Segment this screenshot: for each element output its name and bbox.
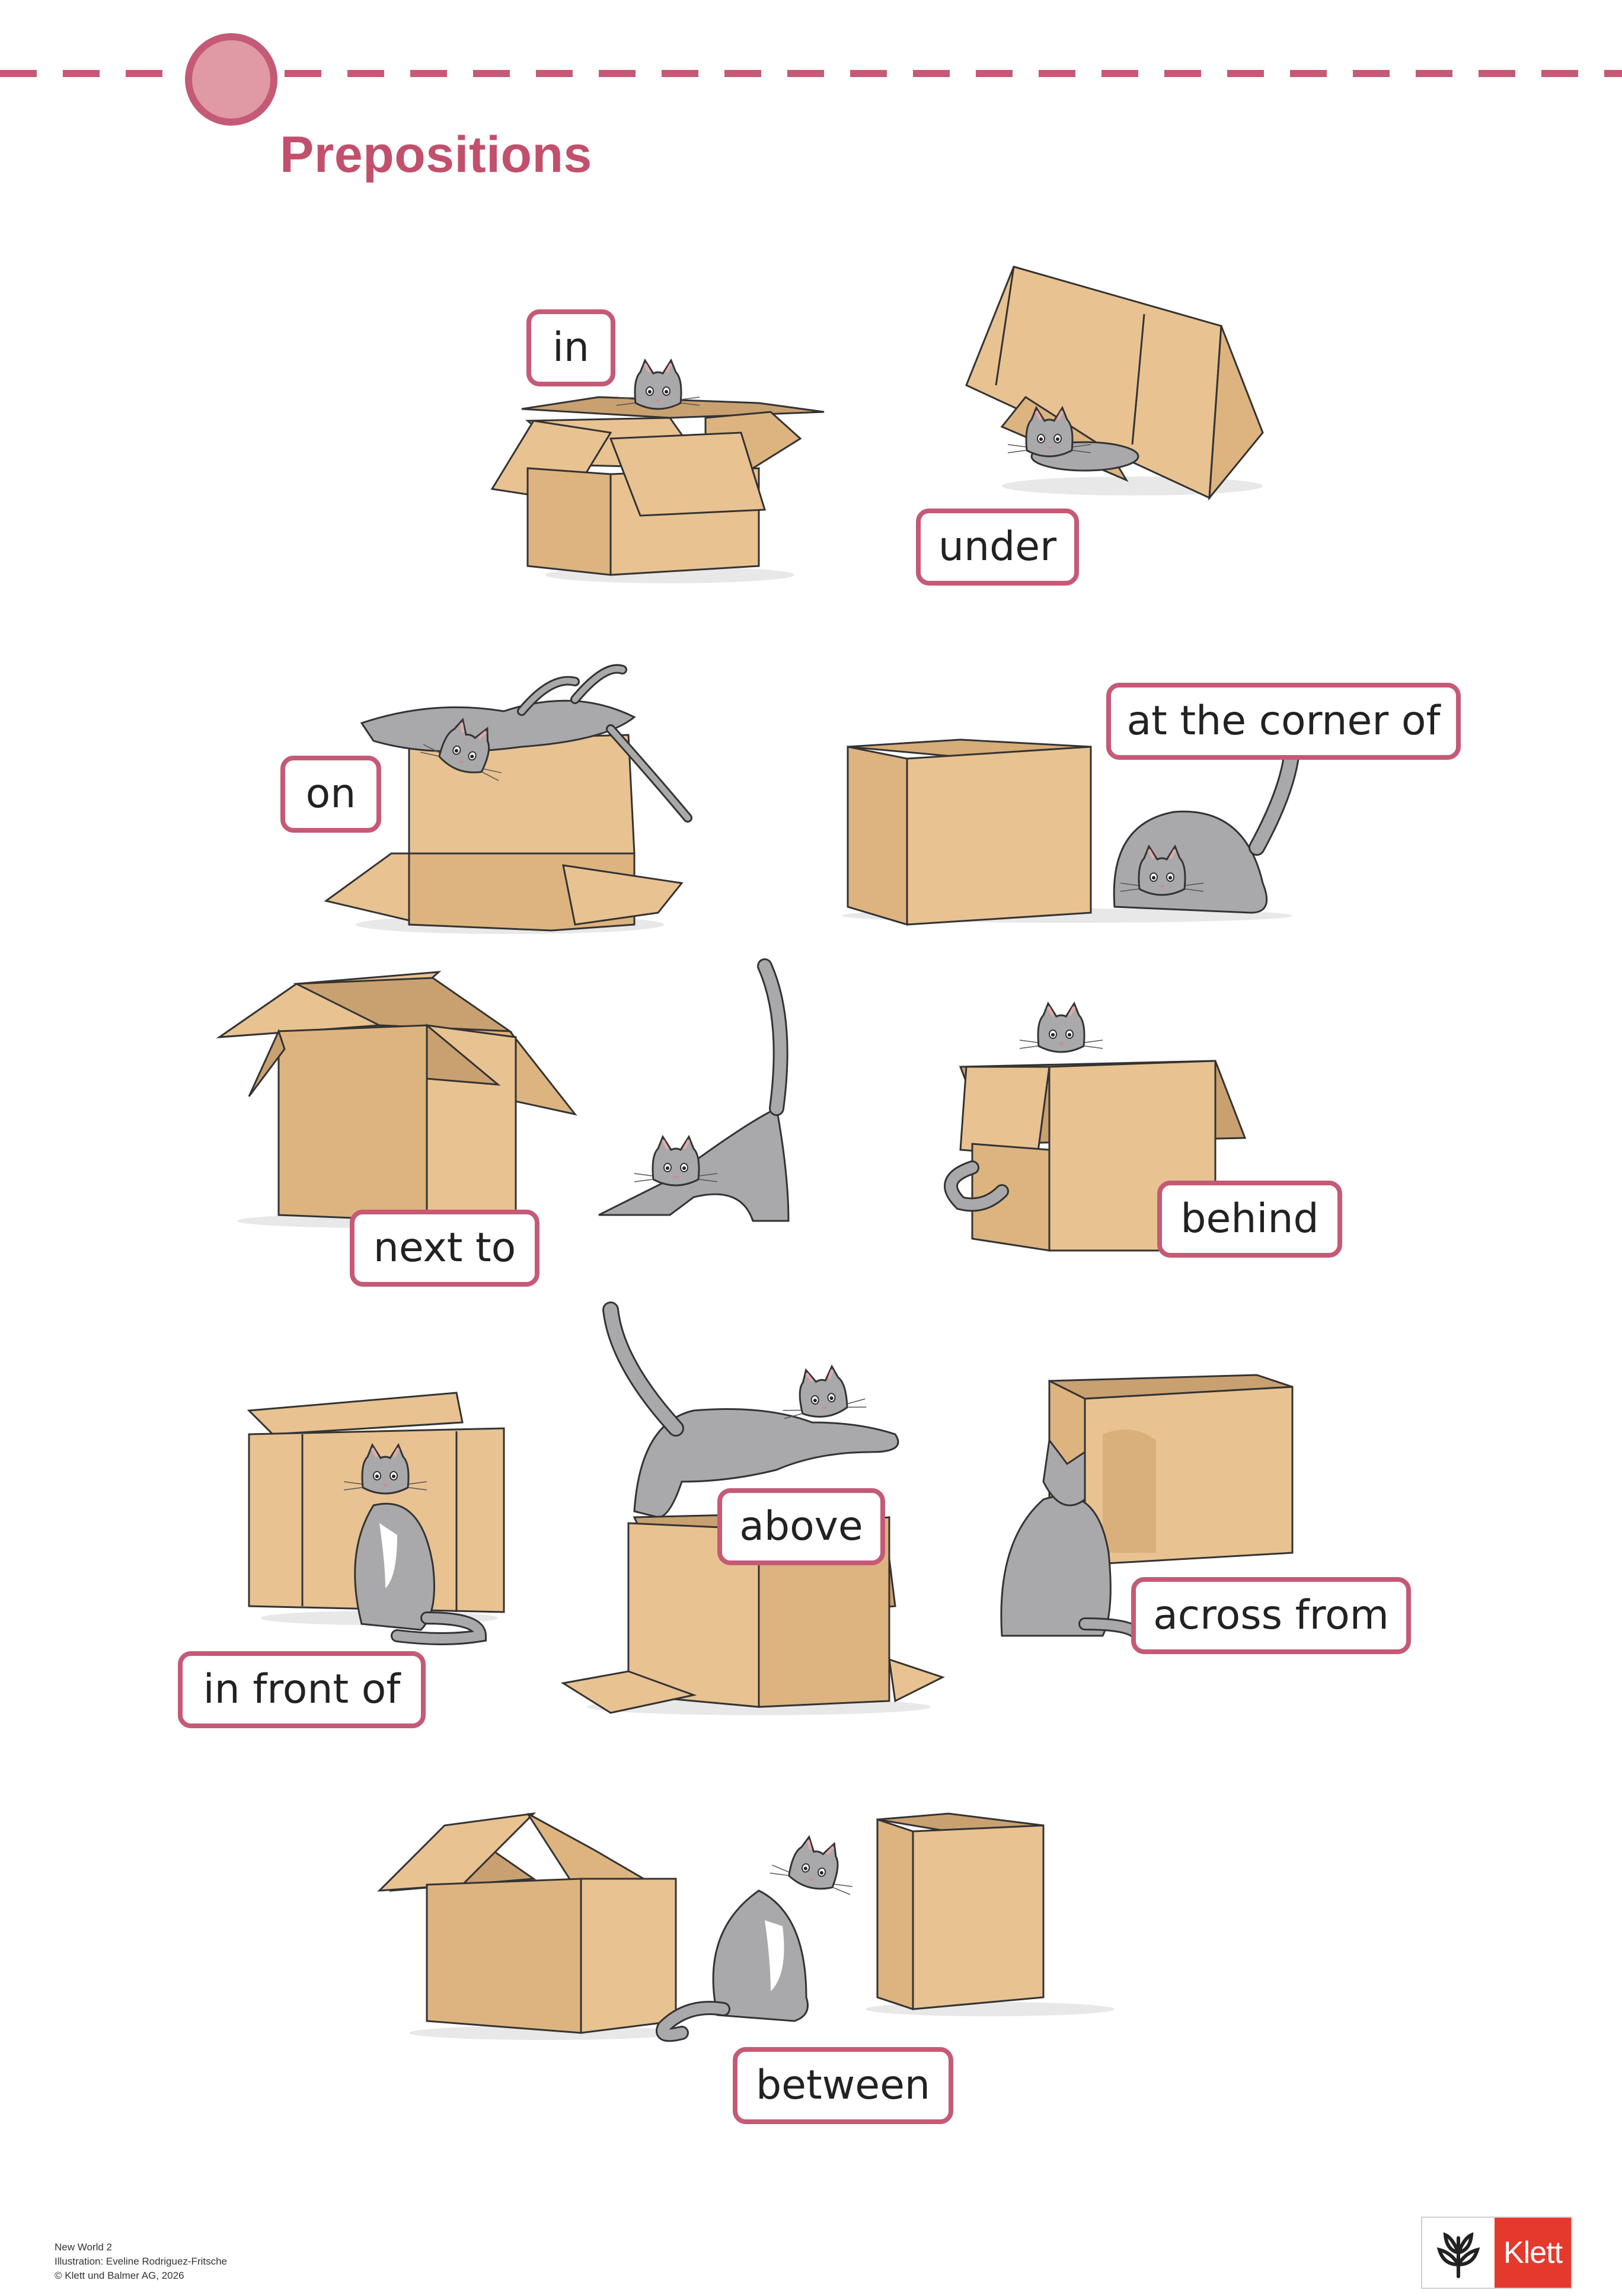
illustration-on (324, 664, 692, 934)
illustration-under (965, 266, 1264, 501)
label-across-from: across from (1131, 1577, 1411, 1654)
footer-credits: New World 2 Illustration: Eveline Rodrig… (55, 2240, 227, 2283)
header-circle (185, 33, 277, 126)
footer-line-book: New World 2 (55, 2241, 112, 2253)
page-title: Prepositions (280, 126, 592, 183)
illustration-at-the-corner-of (842, 733, 1301, 926)
klett-logo-text: Klett (1495, 2218, 1571, 2288)
label-at-the-corner-of: at the corner of (1106, 683, 1461, 760)
illustration-in-front-of (247, 1392, 505, 1645)
label-behind: behind (1157, 1181, 1342, 1258)
label-under: under (916, 509, 1079, 586)
illustration-next-to (216, 958, 790, 1228)
label-on: on (280, 756, 381, 833)
label-next-to: next to (350, 1210, 539, 1287)
header-decoration (0, 33, 1622, 126)
klett-logo: Klett (1421, 2217, 1572, 2289)
illustration-in (490, 356, 825, 583)
klett-plant-icon (1422, 2218, 1495, 2288)
label-between: between (733, 2047, 953, 2124)
label-above: above (717, 1488, 885, 1565)
label-in-front-of: in front of (178, 1651, 426, 1728)
illustration-between (377, 1812, 1115, 2042)
label-in: in (526, 309, 615, 386)
footer-line-illustration: Illustration: Eveline Rodriguez-Fritsche (55, 2256, 228, 2267)
illustration-across-from (1000, 1374, 1294, 1648)
footer-line-copyright: © Klett und Balmer AG, 2026 (55, 2270, 184, 2281)
